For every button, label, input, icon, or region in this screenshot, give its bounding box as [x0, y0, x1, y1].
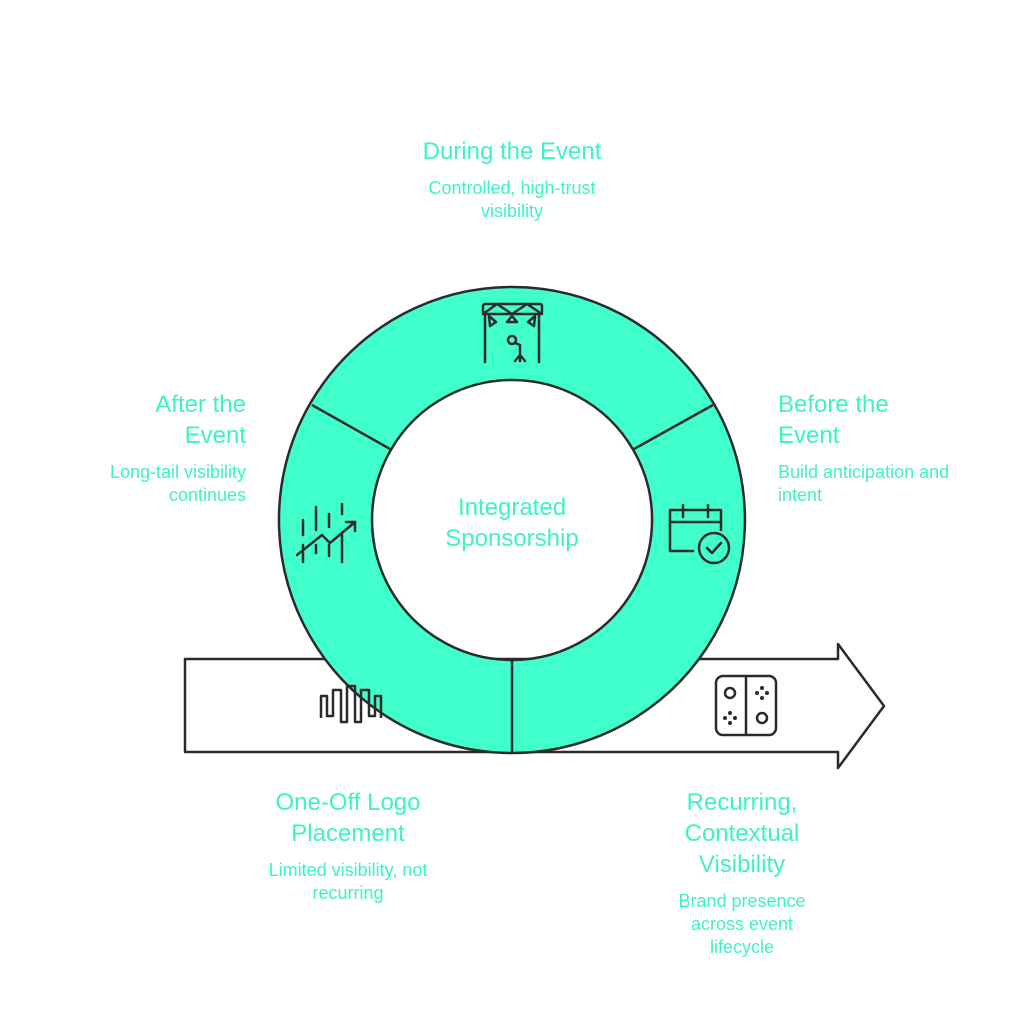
arrow-left-label: One-Off Logo Placement Limited visibilit…: [248, 787, 448, 905]
signal-wave-icon: [319, 684, 383, 724]
game-controller-icon: [714, 674, 778, 737]
stage-during: During the Event Controlled, high-trust …: [412, 136, 612, 223]
center-label: Integrated Sponsorship: [445, 494, 579, 552]
stage-description: Controlled, high-trust visibility: [428, 178, 596, 221]
stage-title: During the Event: [422, 138, 602, 165]
arrow-left-title: One-Off Logo Placement: [275, 789, 421, 847]
arrow-right-description: Brand presence across event lifecycle: [678, 891, 806, 957]
arrow-right-label: Recurring, Contextual Visibility Brand p…: [652, 787, 832, 959]
stage-after: After the Event Long-tail visibility con…: [56, 389, 246, 507]
calendar-check-icon: [668, 503, 731, 565]
ring-divider-right: [633, 403, 714, 451]
stage-title: Before the Event: [778, 391, 889, 449]
arrow-right-title: Recurring, Contextual Visibility: [684, 789, 800, 878]
stage-title: After the Event: [155, 391, 246, 449]
lifecycle-ring: [277, 285, 747, 755]
stage-description: Build anticipation and intent: [778, 462, 950, 505]
ring-divider-left: [311, 403, 391, 451]
growth-chart-icon: [295, 502, 357, 564]
stage-description: Long-tail visibility continues: [109, 462, 246, 505]
stage-spotlight-icon: [481, 302, 544, 364]
arrow-left-description: Limited visibility, not recurring: [268, 860, 428, 903]
stage-before: Before the Event Build anticipation and …: [778, 389, 968, 507]
